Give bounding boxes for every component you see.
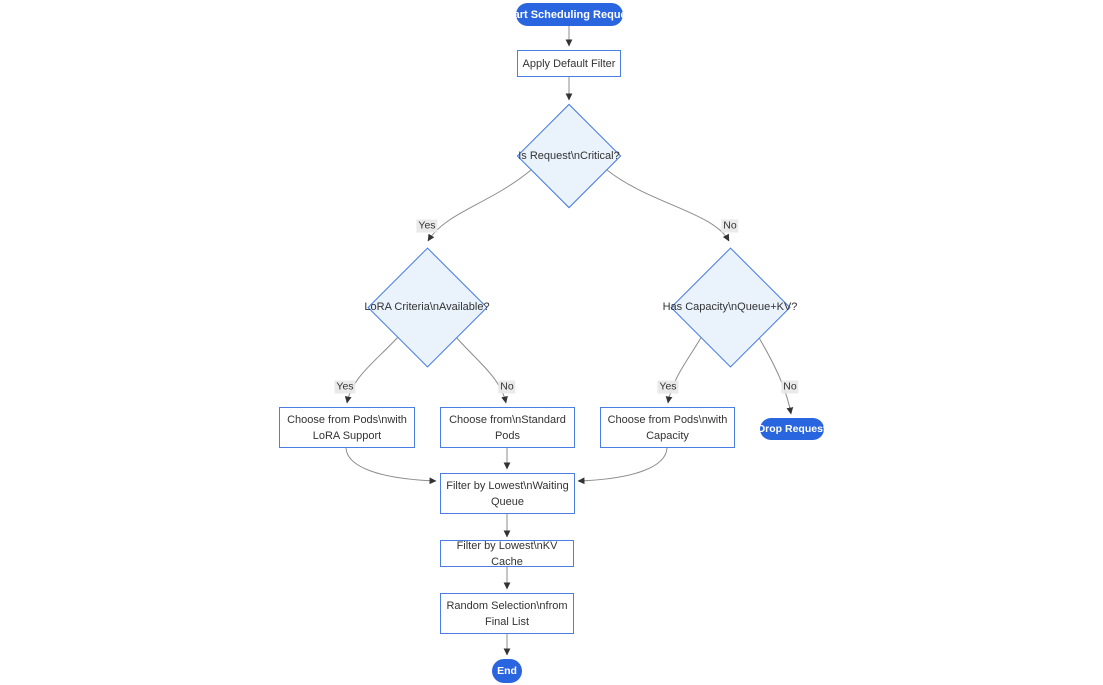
node-lora-available-label: LoRA Criteria\nAvailable? — [364, 301, 490, 313]
edge-label-lora-yes: Yes — [334, 380, 356, 394]
node-label: LoRA Support — [312, 429, 382, 442]
node-random-selection: Random Selection\nfrom Final List — [440, 593, 574, 634]
node-drop-request: Drop Request — [758, 418, 826, 440]
node-label: Final List — [484, 615, 530, 628]
edge-critical-yes-to-lora — [427, 169, 532, 242]
node-has-capacity-label: Has Capacity\nQueue+KV? — [662, 301, 798, 313]
edge-lora-yes-to-choose-lora — [344, 335, 400, 404]
node-start: Start Scheduling Request — [503, 3, 636, 26]
edge-label-capacity-yes: Yes — [657, 380, 679, 394]
edge-label-critical-no: No — [721, 219, 739, 233]
node-choose-capacity-pods: Choose from Pods\nwith Capacity — [600, 407, 735, 448]
node-end: End — [492, 659, 522, 683]
node-apply-default-filter: Apply Default Filter — [517, 50, 621, 77]
edge-lora-no-to-choose-standard — [454, 335, 508, 404]
node-label: Choose from Pods\nwith — [287, 413, 407, 426]
node-filter-waiting-queue: Filter by Lowest\nWaiting Queue — [440, 473, 575, 514]
node-label: Queue — [490, 495, 525, 508]
edge-label-lora-no: No — [498, 380, 516, 394]
node-choose-standard-pods: Choose from\nStandard Pods — [440, 407, 575, 448]
node-is-critical-label: Is Request\nCritical? — [518, 150, 620, 162]
edge-choose-capacity-to-filter-queue — [577, 447, 668, 485]
node-label: Choose from Pods\nwith — [607, 413, 728, 426]
node-filter-kv-cache: Filter by Lowest\nKV Cache — [440, 539, 574, 568]
node-choose-lora-pods: Choose from Pods\nwith LoRA Support — [279, 407, 415, 448]
edge-label-critical-yes: Yes — [416, 219, 438, 233]
node-label: Capacity — [646, 429, 689, 442]
node-label: Filter by Lowest\nWaiting — [446, 479, 569, 492]
edge-choose-lora-to-filter-queue — [345, 447, 437, 485]
edge-label-capacity-no: No — [781, 380, 799, 394]
node-label: Apply Default Filter — [522, 57, 616, 70]
edge-critical-no-to-capacity — [606, 169, 730, 242]
node-label: Filter by Lowest\nKV Cache — [456, 539, 558, 568]
node-label: Choose from\nStandard — [449, 413, 566, 426]
node-label: Random Selection\nfrom — [446, 599, 568, 612]
node-label: Pods — [494, 429, 521, 442]
edge-capacity-no-to-drop — [757, 335, 794, 415]
edge-capacity-yes-to-choose-capacity — [665, 335, 703, 404]
